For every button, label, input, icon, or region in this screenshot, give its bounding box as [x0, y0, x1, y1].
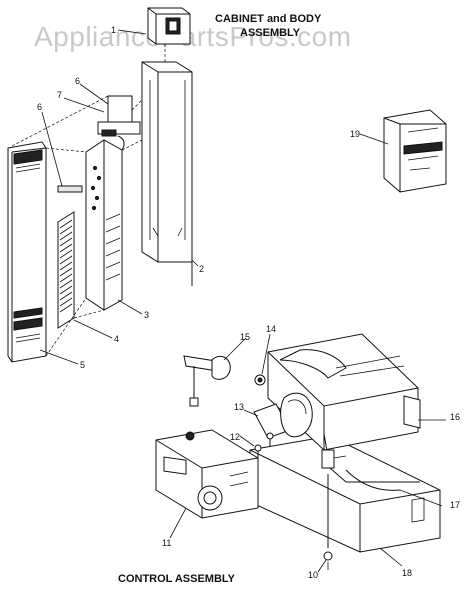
callout-1: 1	[111, 25, 116, 35]
part-6-side-strip	[57, 185, 83, 193]
part-back-cabinet	[141, 61, 193, 263]
callout-11: 11	[162, 538, 171, 548]
callout-15: 15	[240, 332, 250, 342]
callout-17: 17	[450, 500, 460, 510]
callout-4: 4	[114, 334, 119, 344]
part-11-gas-valve	[155, 429, 259, 519]
callout-2: 2	[199, 264, 204, 274]
callout-3: 3	[144, 310, 149, 320]
callout-7: 7	[57, 90, 62, 100]
callout-6-side: 6	[37, 102, 42, 112]
cabinet-heading-line2: ASSEMBLY	[240, 27, 301, 39]
part-5-front-cover	[7, 141, 47, 363]
cabinet-heading-line1: CABINET and BODY	[215, 13, 322, 25]
callout-6-top: 6	[75, 76, 80, 86]
part-17-pilot-assembly	[321, 433, 420, 491]
part-10-probe	[323, 474, 333, 561]
part-12-screws	[254, 432, 274, 458]
part-4-grille	[57, 211, 75, 329]
part-14-nut	[254, 374, 266, 386]
part-15-knob	[183, 355, 231, 407]
part-1-top-cap	[147, 7, 191, 45]
callout-13: 13	[234, 402, 244, 412]
callout-16: 16	[450, 412, 460, 422]
part-7-bracket	[97, 95, 141, 151]
callout-5: 5	[80, 360, 85, 370]
cabinet-assembly-guides	[11, 44, 166, 357]
callout-12: 12	[230, 432, 240, 442]
control-leader-lines	[169, 333, 446, 573]
cabinet-leader-lines	[39, 29, 199, 365]
watermark: AppliancePartsPros.com	[34, 21, 352, 52]
part-19-label-plate	[359, 109, 447, 193]
callout-10: 10	[308, 570, 318, 580]
control-assembly-heading: CONTROL ASSEMBLY	[118, 573, 236, 585]
callout-14: 14	[266, 324, 276, 334]
part-3-burner-panel	[85, 139, 123, 311]
callout-18: 18	[402, 568, 412, 578]
callout-19: 19	[350, 129, 360, 139]
part-13-pilot-bracket	[253, 392, 313, 439]
